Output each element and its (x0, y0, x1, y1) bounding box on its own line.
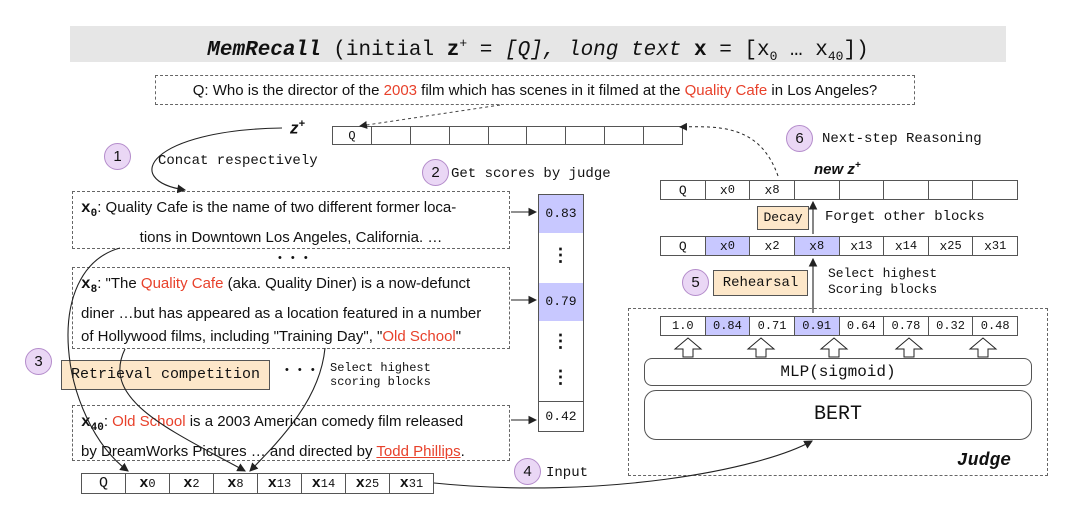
zplus-label: z+ (290, 118, 305, 138)
step4-caption: Input (546, 465, 589, 481)
decay-note: Forget other blocks (825, 209, 985, 225)
judge-score-cell-1: 0.84 (704, 316, 751, 336)
score-x40: 0.42 (539, 401, 583, 432)
judge-score-cell-0: 1.0 (660, 316, 706, 336)
step1-circle: 1 (104, 143, 131, 170)
score-column: 0.83 ⋮ 0.79 ⋮ ⋮ 0.42 (538, 194, 584, 432)
step2-caption: Get scores by judge (451, 166, 611, 182)
upward-hollow-arrows (673, 337, 998, 358)
judge-label: Judge (957, 451, 1012, 471)
title-bar: MemRecall (initial z+ = [Q], long text x… (70, 26, 1006, 65)
zplus-cell-8 (643, 126, 683, 145)
step5-circle: 5 (682, 269, 709, 296)
step2-circle: 2 (422, 159, 449, 186)
score-arrows (511, 207, 538, 425)
retrieval-competition-box: Retrieval competition (61, 360, 270, 390)
rehearsal-box: Rehearsal (713, 270, 808, 296)
judge-score-cell-5: 0.78 (883, 316, 929, 336)
score-dots-3: ⋮ (551, 367, 571, 387)
next-step-dashed-arrow (679, 122, 779, 177)
judge-score-cell-2: 0.71 (749, 316, 795, 336)
score-x8: 0.79 (539, 283, 583, 321)
bert-box: BERT (644, 390, 1032, 440)
decay-box: Decay (757, 206, 809, 230)
judge-score-cell-7: 0.48 (972, 316, 1018, 336)
diagram-title: MemRecall (initial z+ = [Q], long text x… (207, 36, 869, 65)
zplus-cells: Q (332, 126, 683, 145)
judge-score-cell-6: 0.32 (927, 316, 974, 336)
step3-circle: 3 (25, 348, 52, 375)
mlp-box: MLP(sigmoid) (644, 358, 1032, 386)
concat-curve (151, 127, 283, 194)
selection-curves (67, 247, 326, 472)
score-dots-1: ⋮ (551, 245, 571, 265)
score-x0: 0.83 (539, 195, 583, 233)
question-to-z-arrow (359, 104, 501, 129)
block-x0: x0: Quality Cafe is the name of two diff… (72, 191, 510, 249)
x0-label: x0 (81, 199, 98, 221)
block-x8: x8: "The Quality Cafe (aka. Quality Dine… (72, 267, 510, 349)
question-box: Q: Who is the director of the 2003 film … (155, 75, 915, 105)
score-dots-2: ⋮ (551, 331, 571, 351)
judge-score-cell-4: 0.64 (838, 316, 885, 336)
new-z-cell-7 (972, 180, 1018, 200)
block-ellipsis-1: • • • (278, 252, 311, 264)
step4-circle: 4 (514, 458, 541, 485)
x8-label: x8 (81, 275, 98, 297)
step1-caption: Concat respectively (158, 153, 318, 169)
block-x40: x40: Old School is a 2003 American comed… (72, 405, 510, 461)
new-z-label: new z+ (814, 160, 861, 178)
block-ellipsis-2: • • • (285, 364, 318, 376)
input-to-bert-curve (433, 440, 813, 489)
step6-circle: 6 (786, 125, 813, 152)
step6-caption: Next-step Reasoning (822, 131, 982, 147)
